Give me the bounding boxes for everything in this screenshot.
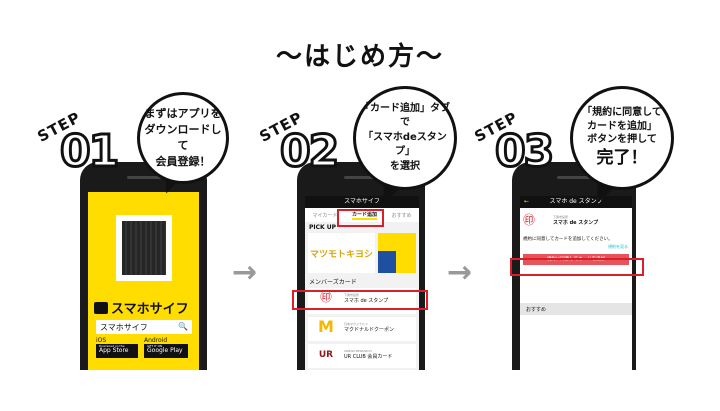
terms-link[interactable]: 規約を見る [608,244,628,249]
back-arrow-icon[interactable]: ← [524,198,530,205]
pickup-banner[interactable]: マツモトキヨシ [308,233,375,273]
step-number: 01 [58,126,120,177]
ios-label: iOS [96,337,107,344]
highlight-add-button [510,258,644,276]
phone-step3: ←スマホ de スタンプ ㊞下関市役所スマホ de スタンプ 規約に同意してカー… [512,162,636,370]
tab-bar: マイカード カード追加 おすすめ [305,208,419,222]
recommend-section: おすすめ [520,303,632,315]
pickup-label: PICK UP [309,224,337,231]
android-label: Android [144,337,168,344]
brand-name: スマホサイフ [111,302,189,317]
wallet-logo-icon [94,301,108,314]
tab-recommend[interactable]: おすすめ [391,212,412,219]
step-number: 03 [493,126,555,177]
t-card-banner[interactable] [378,233,416,273]
speech-bubble-step3: 「規約に同意してカードを追加」ボタンを押して完了！ [570,86,674,190]
page-title: 〜はじめ方〜 [275,42,444,72]
phone-step2: スマホサイフ マイカード カード追加 おすすめ PICK UP マツモトキヨシ … [297,162,425,370]
highlight-add-card-tab [337,209,384,227]
arrow-right-icon: → [232,255,258,290]
arrow-right-icon: → [447,255,473,290]
step-number: 02 [278,126,340,177]
speech-bubble-step2: 「カード追加」タブで「スマホdeスタンプ」を選択 [353,86,457,190]
search-box[interactable]: スマホサイフ 🔍 [96,320,192,334]
tab-my-card[interactable]: マイカード [312,212,338,219]
speech-bubble-step1: まずはアプリをダウンロードして会員登録！ [137,92,229,184]
highlight-stamp-card [292,290,428,310]
agree-text: 規約に同意してカードを追加してください。 [523,237,613,242]
app-header: スマホ de スタンプ [549,198,603,205]
tab-add-card[interactable]: カード追加 [351,211,377,220]
member-label: メンバーズカード [309,279,357,286]
qr-code[interactable] [116,215,172,281]
app-header: スマホサイフ [305,196,419,208]
search-text: スマホサイフ [100,323,148,332]
phone-step1: スマホサイフ スマホサイフ 🔍 iOS Android Download on t… [80,162,207,370]
search-icon: 🔍 [178,322,188,331]
